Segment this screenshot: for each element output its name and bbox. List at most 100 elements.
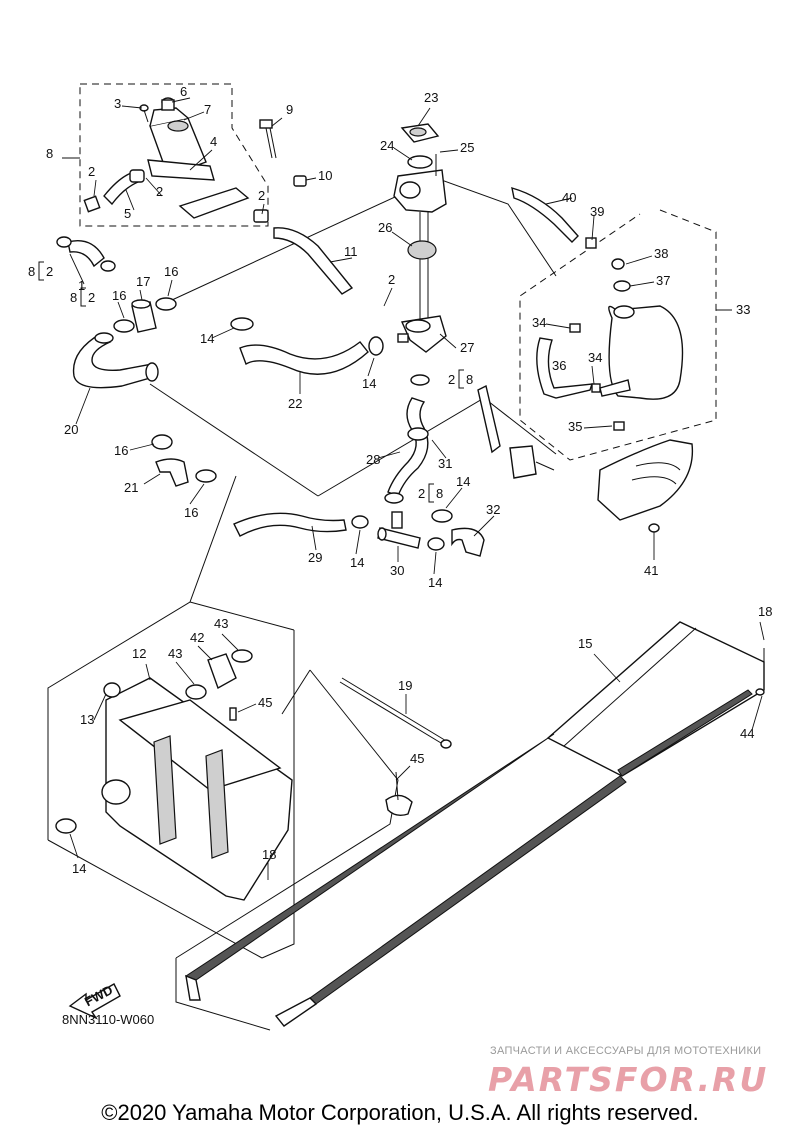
callout-34: 34 bbox=[588, 350, 602, 365]
leader-lines bbox=[69, 97, 765, 880]
callout-16: 16 bbox=[112, 288, 126, 303]
hose-20 bbox=[72, 332, 159, 389]
callout-44: 44 bbox=[740, 726, 754, 741]
callout-24: 24 bbox=[380, 138, 394, 153]
callout-9: 9 bbox=[286, 102, 293, 117]
coolant-reservoir bbox=[511, 187, 684, 431]
callout-36: 36 bbox=[552, 358, 566, 373]
callout-16: 16 bbox=[184, 505, 198, 520]
stay-bracket bbox=[477, 384, 555, 479]
pipe-30 bbox=[377, 511, 421, 549]
callout-4: 4 bbox=[210, 134, 217, 149]
hose-11 bbox=[253, 209, 354, 295]
diagram-code: 8NN3110-W060 bbox=[62, 1012, 155, 1027]
copyright-notice: ©2020 Yamaha Motor Corporation, U.S.A. A… bbox=[101, 1100, 699, 1125]
callout-12: 12 bbox=[132, 646, 146, 661]
callout-18: 18 bbox=[262, 847, 276, 862]
callout-41: 41 bbox=[644, 563, 658, 578]
callout-14: 14 bbox=[200, 331, 214, 346]
callout-2: 2 bbox=[88, 164, 95, 179]
group-box-outlines bbox=[62, 83, 732, 461]
bracket-callout-right: 8 bbox=[436, 486, 443, 501]
bracket-callout-left: 2 bbox=[418, 486, 425, 501]
bracket-callout-left: 8 bbox=[70, 290, 77, 305]
callout-23: 23 bbox=[424, 90, 438, 105]
callout-17: 17 bbox=[136, 274, 150, 289]
callout-20: 20 bbox=[64, 422, 78, 437]
callout-43: 43 bbox=[168, 646, 182, 661]
callout-38: 38 bbox=[654, 246, 668, 261]
callout-7: 7 bbox=[204, 102, 211, 117]
callout-18: 18 bbox=[758, 604, 772, 619]
thermostat-housing bbox=[393, 123, 447, 353]
callout-14: 14 bbox=[456, 474, 470, 489]
callout-26: 26 bbox=[378, 220, 392, 235]
radiator-frame bbox=[55, 677, 293, 901]
callout-6: 6 bbox=[180, 84, 187, 99]
callout-16: 16 bbox=[114, 443, 128, 458]
hose-29 bbox=[233, 512, 369, 537]
bracket-mark bbox=[428, 483, 434, 503]
hose-17 bbox=[113, 297, 177, 333]
pipe-19 bbox=[339, 677, 452, 749]
callout-45: 45 bbox=[258, 695, 272, 710]
callout-34: 34 bbox=[532, 315, 546, 330]
callout-43: 43 bbox=[214, 616, 228, 631]
bolt-45-lower bbox=[385, 771, 413, 817]
callout-37: 37 bbox=[656, 273, 670, 288]
callout-11: 11 bbox=[344, 244, 358, 259]
callout-30: 30 bbox=[390, 563, 404, 578]
callout-15: 15 bbox=[578, 636, 592, 651]
hose-21 bbox=[151, 434, 217, 487]
hose-5 bbox=[83, 169, 145, 213]
callout-14: 14 bbox=[72, 861, 86, 876]
callout-5: 5 bbox=[124, 206, 131, 221]
callout-40: 40 bbox=[562, 190, 576, 205]
callout-28: 28 bbox=[366, 452, 380, 467]
callout-13: 13 bbox=[80, 712, 94, 727]
callout-14: 14 bbox=[428, 575, 442, 590]
callout-22: 22 bbox=[288, 396, 302, 411]
callout-2: 2 bbox=[388, 272, 395, 287]
callout-2: 2 bbox=[258, 188, 265, 203]
callout-45: 45 bbox=[410, 751, 424, 766]
callout-31: 31 bbox=[438, 456, 452, 471]
bracket-callout-right: 8 bbox=[466, 372, 473, 387]
bracket-callout-left: 8 bbox=[28, 264, 35, 279]
bracket-callout-right: 2 bbox=[46, 264, 53, 279]
watermark-logo: PARTSFOR.RU bbox=[488, 1060, 769, 1099]
hose-1 bbox=[56, 236, 116, 272]
callout-14: 14 bbox=[350, 555, 364, 570]
heat-exchanger-15 bbox=[184, 621, 765, 1027]
callout-21: 21 bbox=[124, 480, 138, 495]
bolt-9 bbox=[259, 119, 277, 159]
callout-32: 32 bbox=[486, 502, 500, 517]
callout-33: 33 bbox=[736, 302, 750, 317]
callout-19: 19 bbox=[398, 678, 412, 693]
callout-27: 27 bbox=[460, 340, 474, 355]
watermark-tagline: ЗАПЧАСТИ И АКСЕССУАРЫ ДЛЯ МОТОТЕХНИКИ bbox=[490, 1045, 762, 1057]
callout-1: 1 bbox=[78, 278, 85, 293]
callout-3: 3 bbox=[114, 96, 121, 111]
callout-25: 25 bbox=[460, 140, 474, 155]
callout-10: 10 bbox=[318, 168, 332, 183]
reservoir-bracket bbox=[597, 439, 694, 533]
callout-8: 8 bbox=[46, 146, 53, 161]
callout-39: 39 bbox=[590, 204, 604, 219]
bracket-mark bbox=[458, 369, 464, 389]
radiator-hoses-42-43 bbox=[185, 649, 253, 721]
bracket-callout-left: 2 bbox=[448, 372, 455, 387]
bracket-mark bbox=[80, 287, 86, 307]
callout-16: 16 bbox=[164, 264, 178, 279]
callout-29: 29 bbox=[308, 550, 322, 565]
bolt-10 bbox=[293, 175, 307, 187]
thermostat-cover-assembly bbox=[139, 97, 250, 219]
hose-22 bbox=[230, 317, 384, 375]
